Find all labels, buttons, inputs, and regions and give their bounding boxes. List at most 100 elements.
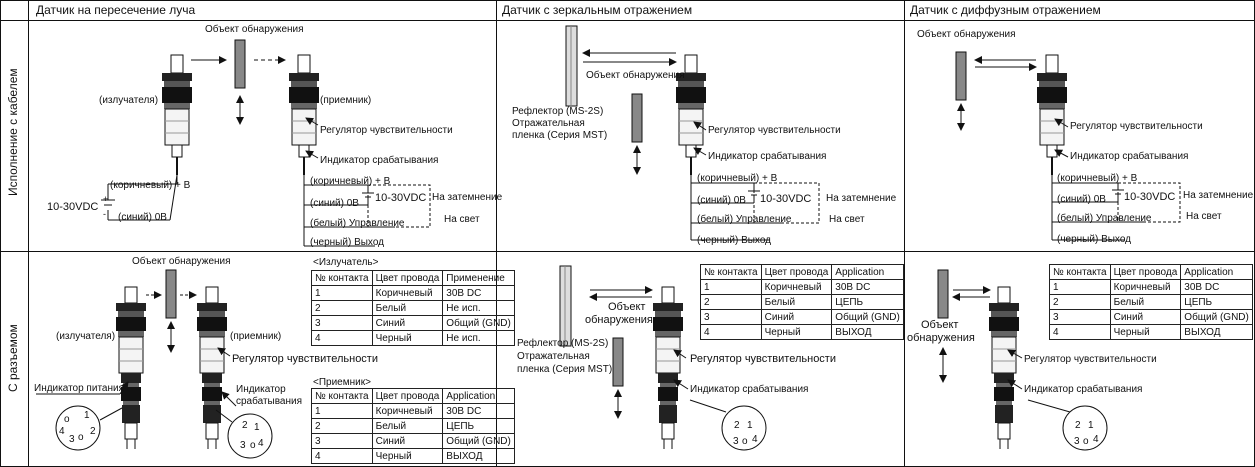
reflector-label-2: Отражательная [517,351,590,362]
wire-blue-label: (синий) 0B [1057,194,1106,205]
table-header-cell: Application [831,264,904,280]
row-label-connector: С разъемом [6,324,20,392]
table-cell: ВЫХОД [1180,324,1253,340]
dark-on-label: На затемнение [1183,190,1254,201]
table-header-cell: Цвет провода [371,270,444,286]
table-cell: 1 [311,285,373,301]
receiver-label: (приемник) [230,331,282,342]
receiver-table-caption: <Приемник> [313,377,371,388]
table-cell: Коричневый [760,279,833,295]
table-cell: Коричневый [371,403,444,419]
table-cell: 2 [1049,294,1111,310]
table-cell: Черный [1109,324,1182,340]
header-retroreflective: Датчик с зеркальным отражением [502,3,693,17]
table-cell: Белый [760,294,833,310]
receiver-label: (приемник) [320,95,372,106]
table-header-cell: № контакта [311,270,373,286]
emitter-label: (излучателя) [56,331,116,342]
supply-label: 10-30VDC [47,201,99,213]
object-label-2: обнаружения [907,332,975,344]
table-cell: Синий [371,433,444,449]
pin-marker: o [742,436,748,447]
wire-white-label: (белый) Управление [697,214,792,225]
sensitivity-label: Регулятор чувствительности [708,125,841,136]
table-cell: Черный [760,324,833,340]
object-label: Объект обнаружения [586,70,685,81]
table-cell: 3 [311,315,373,331]
table-cell: ЦЕПЬ [442,418,515,434]
wire-white-label: (белый) Управление [310,218,405,229]
pin-2: 2 [90,426,96,437]
table-cell: Белый [1109,294,1182,310]
table-cell: 30B DC [1180,279,1253,295]
table-cell: Белый [371,418,444,434]
table-cell: Не исп. [442,330,515,346]
table-cell: 2 [700,294,762,310]
indicator-label: Индикатор срабатывания [320,155,439,166]
table-cell: ВЫХОД [442,448,515,464]
pin-marker: o [1083,436,1089,447]
table-cell: 2 [311,300,373,316]
table-cell: Не исп. [442,300,515,316]
sensitivity-label: Регулятор чувствительности [1024,354,1157,365]
row-label-cable: Исполнение с кабелем [6,68,20,196]
indicator-label-2: срабатывания [236,396,303,407]
emitter-label: (излучателя) [99,95,159,106]
table-cell: 3 [311,433,373,449]
table-cell: Черный [371,448,444,464]
object-label-1: Объект [921,319,959,331]
pin-4: 4 [1093,434,1099,445]
table-header-row: № контакта Цвет провода Application [1049,264,1253,280]
pin-1: 1 [1088,420,1094,431]
table-cell: Белый [371,300,444,316]
pin-4: 4 [59,426,65,437]
table-cell: Синий [760,309,833,325]
light-on-label: На свет [1186,211,1222,222]
wire-black-label: (черный) Выход [310,237,384,248]
reflector-label-3: пленка (Серия MST) [512,130,608,141]
table-cell: 1 [311,403,373,419]
pin-marker: o [64,414,70,425]
pin-1: 1 [747,420,753,431]
supply-label: 10-30VDC [1124,191,1176,203]
table-cell: Коричневый [1109,279,1182,295]
light-on-label: На свет [829,214,865,225]
wire-brown-label: (коричневый) + B [697,173,778,184]
table-header-cell: Цвет провода [760,264,833,280]
table-header-cell: Цвет провода [1109,264,1182,280]
object-label-1: Объект [608,301,646,313]
table-cell: 3 [1049,309,1111,325]
table-cell: ЦЕПЬ [1180,294,1253,310]
reflector-label-1: Рефлектор (MS-2S) [517,338,609,349]
table-cell: 3 [700,309,762,325]
pin-3: 3 [733,436,739,447]
indicator-label: Индикатор срабатывания [1024,384,1143,395]
pin-marker: o [250,440,256,451]
dark-on-label: На затемнение [432,192,503,203]
light-on-label: На свет [444,214,480,225]
indicator-label: Индикатор срабатывания [1070,151,1189,162]
table-cell: 30B DC [442,285,515,301]
table-cell: 2 [311,418,373,434]
sensitivity-label: Регулятор чувствительности [690,353,836,365]
sensitivity-label: Регулятор чувствительности [1070,121,1203,132]
table-cell: Общий (GND) [442,433,515,449]
table-cell: 1 [1049,279,1111,295]
table-header-cell: Применение [442,270,515,286]
table-cell: Общий (GND) [442,315,515,331]
pin-2: 2 [1075,420,1081,431]
table-cell: 4 [311,330,373,346]
